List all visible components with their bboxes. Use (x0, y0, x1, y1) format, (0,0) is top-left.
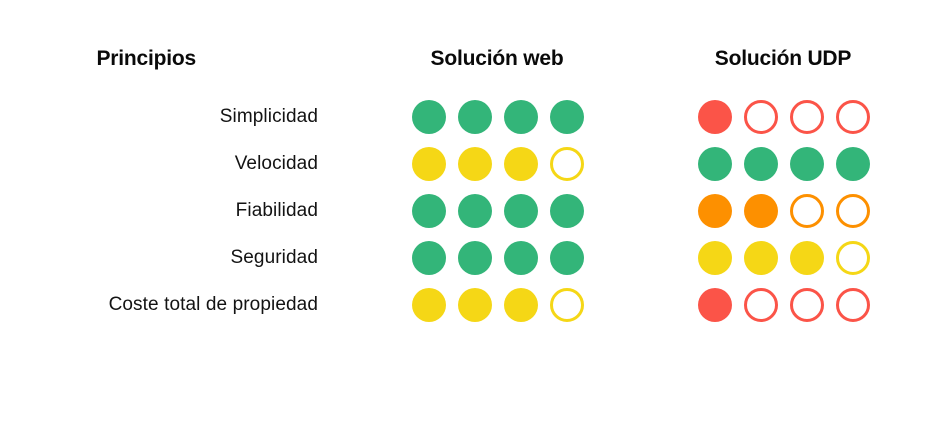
rating-dot-filled (412, 147, 446, 181)
column-header-principles-label: Principios (96, 47, 196, 70)
rating-dot-filled (790, 241, 824, 275)
rating-dot-empty (744, 288, 778, 322)
rating-dot-filled (412, 194, 446, 228)
matrix-header-row: Principios Solución web Solución UDP (0, 44, 935, 78)
rating-dot-empty (790, 288, 824, 322)
rating-dot-empty (550, 288, 584, 322)
rating-group (698, 143, 870, 185)
row-label: Simplicidad (219, 106, 318, 127)
matrix-row: Seguridad (0, 237, 935, 284)
rating-dot-empty (836, 194, 870, 228)
rating-dot-filled (458, 288, 492, 322)
row-label: Velocidad (234, 153, 318, 174)
rating-dot-empty (550, 147, 584, 181)
column-header-web: Solución web (430, 47, 564, 70)
rating-dot-empty (744, 100, 778, 134)
matrix-row: Simplicidad (0, 96, 935, 143)
matrix-row: Coste total de propiedad (0, 284, 935, 331)
rating-group (698, 237, 870, 279)
rating-dot-filled (550, 100, 584, 134)
rating-dot-filled (698, 100, 732, 134)
rating-dot-filled (698, 241, 732, 275)
rating-dot-filled (458, 147, 492, 181)
rating-dot-empty (836, 241, 870, 275)
rating-group (698, 284, 870, 326)
rating-dot-empty (836, 100, 870, 134)
row-label: Seguridad (230, 247, 318, 268)
row-label: Fiabilidad (235, 200, 318, 221)
rating-dot-filled (412, 100, 446, 134)
rating-group (412, 143, 584, 185)
column-header-principles: Principios (0, 44, 318, 74)
rating-dot-filled (698, 288, 732, 322)
rating-group (412, 237, 584, 279)
rating-dot-filled (412, 288, 446, 322)
rating-dot-filled (790, 147, 824, 181)
rating-group (698, 190, 870, 232)
rating-dot-filled (504, 241, 538, 275)
rating-dot-filled (698, 147, 732, 181)
rating-dot-filled (458, 241, 492, 275)
rating-dot-filled (458, 194, 492, 228)
rating-group (412, 284, 584, 326)
rating-dot-filled (744, 241, 778, 275)
rating-dot-filled (458, 100, 492, 134)
rating-dot-filled (412, 241, 446, 275)
rating-dot-filled (504, 100, 538, 134)
rating-dot-filled (744, 194, 778, 228)
rating-dot-filled (504, 288, 538, 322)
rating-dot-filled (550, 241, 584, 275)
rating-group (412, 96, 584, 138)
rating-group (412, 190, 584, 232)
rating-group (698, 96, 870, 138)
rating-dot-filled (744, 147, 778, 181)
rating-dot-filled (698, 194, 732, 228)
column-header-udp: Solución UDP (714, 47, 852, 70)
rating-dot-empty (790, 100, 824, 134)
rating-dot-empty (790, 194, 824, 228)
rating-dot-filled (836, 147, 870, 181)
row-label: Coste total de propiedad (108, 294, 318, 315)
rating-dot-filled (504, 194, 538, 228)
matrix-row: Velocidad (0, 143, 935, 190)
rating-dot-filled (550, 194, 584, 228)
matrix-row: Fiabilidad (0, 190, 935, 237)
rating-dot-filled (504, 147, 538, 181)
rating-dot-empty (836, 288, 870, 322)
